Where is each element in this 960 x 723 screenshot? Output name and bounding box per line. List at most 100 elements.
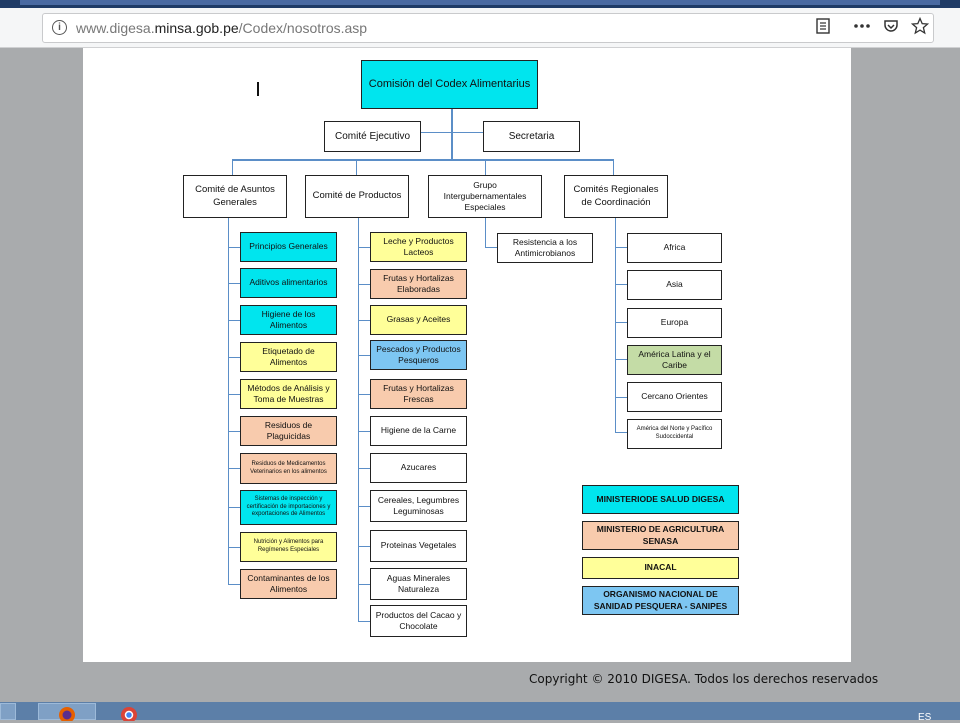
text-cursor — [257, 82, 259, 96]
region-item-box: América del Norte y Pacífico Sudoccident… — [627, 419, 722, 449]
connector-line — [358, 546, 370, 547]
box-label: Sistemas de inspección y certificación d… — [246, 495, 331, 518]
box-label: Higiene de los Alimentos — [261, 308, 316, 330]
connector-line — [358, 468, 370, 469]
connector-line — [485, 160, 486, 175]
box-label: Comités Regionales de Coordinación — [573, 184, 659, 208]
url-path: /Codex/nosotros.asp — [238, 20, 368, 36]
box-label: Residuos de Medicamentos Veterinarios en… — [250, 460, 327, 475]
productos-item-box: Pescados y Productos Pesqueros — [370, 340, 467, 370]
box-label: Pescados y Productos Pesqueros — [376, 343, 461, 365]
connector-line — [358, 247, 370, 248]
box-label: Europa — [660, 317, 689, 328]
box-label: Grupo Intergubernamentales Especiales — [443, 179, 527, 213]
connector-line — [228, 320, 240, 321]
site-info-icon[interactable]: i — [52, 20, 67, 35]
box-label: Comité de Productos — [312, 190, 402, 202]
connector-line — [615, 284, 627, 285]
asuntos-item-box: Etiquetado de Alimentos — [240, 342, 337, 372]
productos-item-box: Azucares — [370, 453, 467, 483]
connector-line — [228, 507, 240, 508]
page-actions-icon[interactable] — [851, 17, 873, 39]
connector-line — [228, 218, 229, 585]
connector-line — [232, 160, 233, 175]
connector-line — [358, 621, 370, 622]
region-item-box: Europa — [627, 308, 722, 338]
connector-line — [615, 397, 627, 398]
intergovernmental-groups-box: Grupo Intergubernamentales Especiales — [428, 175, 542, 218]
secretariat-box: Secretaria — [483, 121, 580, 152]
asuntos-item-box: Residuos de Medicamentos Veterinarios en… — [240, 453, 337, 484]
connector-line — [228, 547, 240, 548]
asuntos-item-box: Sistemas de inspección y certificación d… — [240, 490, 337, 525]
connector-line — [358, 284, 370, 285]
chrome-taskbar-icon[interactable] — [100, 703, 158, 721]
connector-line — [228, 283, 240, 284]
box-label: Cereales, Legumbres Leguminosas — [377, 494, 460, 516]
connector-line — [412, 132, 484, 133]
box-label: América Latina y el Caribe — [638, 348, 711, 370]
connector-line — [356, 160, 357, 175]
box-label: Cercano Orientes — [641, 391, 708, 402]
firefox-taskbar-icon[interactable] — [38, 703, 96, 721]
bookmark-star-icon[interactable] — [909, 16, 931, 39]
connector-line — [358, 431, 370, 432]
connector-line — [613, 160, 614, 175]
language-indicator[interactable]: ES — [918, 712, 932, 723]
asuntos-item-box: Métodos de Análisis y Toma de Muestras — [240, 379, 337, 409]
connector-line — [232, 159, 614, 161]
address-bar[interactable] — [42, 13, 934, 43]
box-label: Comité Ejecutivo — [334, 131, 411, 142]
reader-view-icon[interactable] — [812, 17, 834, 39]
box-label: Grasas y Aceites — [386, 314, 451, 325]
connector-line — [228, 357, 240, 358]
products-committee-box: Comité de Productos — [305, 175, 409, 218]
connector-line — [358, 506, 370, 507]
box-label: Contaminantes de los Alimentos — [247, 572, 330, 594]
productos-item-box: Cereales, Legumbres Leguminosas — [370, 490, 467, 522]
box-label: Residuos de Plaguicidas — [264, 419, 313, 441]
connector-line — [358, 355, 370, 356]
productos-item-box: Aguas Minerales Naturaleza — [370, 568, 467, 600]
box-label: América del Norte y Pacífico Sudoccident… — [636, 426, 713, 440]
url-text[interactable]: www.digesa.minsa.gob.pe/Codex/nosotros.a… — [76, 20, 367, 36]
region-item-box: América Latina y el Caribe — [627, 345, 722, 375]
box-label: Higiene de la Carne — [380, 425, 457, 436]
asuntos-item-box: Nutrición y Alimentos para Regímenes Esp… — [240, 532, 337, 562]
box-label: Principios Generales — [249, 241, 328, 252]
box-label: Comisión del Codex Alimentarius — [368, 78, 531, 91]
box-label: Frutas y Hortalizas Elaboradas — [383, 272, 454, 294]
connector-line — [485, 218, 486, 247]
box-label: Nutrición y Alimentos para Regímenes Esp… — [253, 539, 324, 553]
box-label: Aguas Minerales Naturaleza — [386, 572, 451, 594]
pocket-icon[interactable] — [880, 17, 902, 39]
window-top-band — [0, 0, 960, 8]
box-label: Métodos de Análisis y Toma de Muestras — [247, 382, 330, 404]
taskbar-button[interactable] — [0, 703, 16, 720]
productos-item-box: Proteinas Vegetales — [370, 530, 467, 562]
box-label: Frutas y Hortalizas Frescas — [383, 382, 454, 404]
legend-senasa: MINISTERIO DE AGRICULTURA SENASA — [582, 521, 739, 550]
productos-item-box: Grasas y Aceites — [370, 305, 467, 335]
productos-item-box: Frutas y Hortalizas Elaboradas — [370, 269, 467, 299]
connector-line — [228, 394, 240, 395]
url-domain: minsa.gob.pe — [154, 20, 239, 36]
legend-minsa-digesa: MINISTERIODE SALUD DIGESA — [582, 485, 739, 514]
box-label: Azucares — [400, 462, 437, 473]
connector-line — [358, 320, 370, 321]
region-item-box: Cercano Orientes — [627, 382, 722, 412]
asuntos-item-box: Contaminantes de los Alimentos — [240, 569, 337, 599]
connector-line — [358, 394, 370, 395]
asuntos-item-box: Higiene de los Alimentos — [240, 305, 337, 335]
box-label: Leche y Productos Lacteos — [383, 235, 454, 257]
connector-line — [485, 247, 497, 248]
box-label: Comité de Asuntos Generales — [195, 184, 275, 208]
general-affairs-committee-box: Comité de Asuntos Generales — [183, 175, 287, 218]
productos-item-box: Frutas y Hortalizas Frescas — [370, 379, 467, 409]
connector-line — [615, 218, 616, 432]
connector-line — [358, 584, 370, 585]
connector-line — [228, 468, 240, 469]
box-label: Productos del Cacao y Chocolate — [375, 609, 462, 631]
taskbar: ES — [0, 702, 960, 723]
box-label: Resistencia a los Antimicrobianos — [512, 236, 578, 258]
